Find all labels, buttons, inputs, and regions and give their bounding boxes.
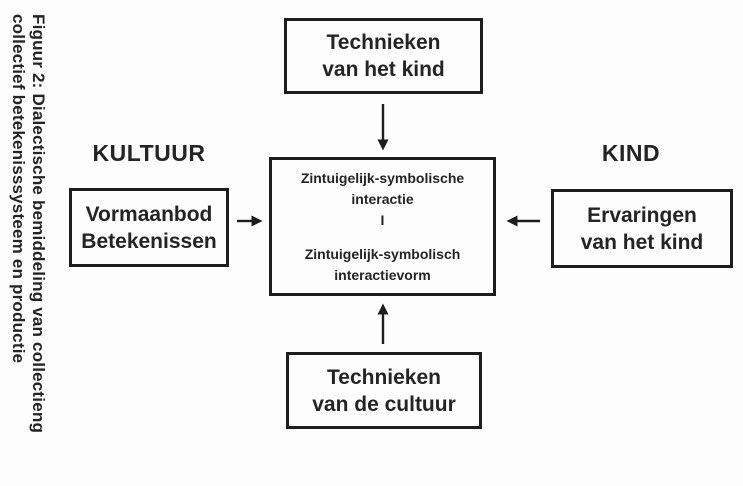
box-line: van de cultuur (312, 392, 456, 416)
box-technieken-van-de-cultuur: Technieken van de cultuur (286, 352, 482, 429)
box-line: Ervaringen (587, 203, 697, 227)
box-line: Technieken (326, 31, 441, 54)
box-line: interactievorm (334, 266, 431, 283)
box-technieken-van-het-kind: Technieken van het kind (284, 18, 483, 94)
box-line: Technieken (327, 365, 441, 389)
box-zintuigelijk-symbolische-interactie: Zintuigelijk-symbolische interactie I Zi… (269, 157, 496, 296)
box-line: van het kind (322, 58, 445, 81)
box-line: interactie (351, 190, 414, 207)
box-line: Zintuigelijk-symbolisch (304, 245, 461, 262)
box-vormaanbod-betekenissen: Vormaanbod Betekenissen (69, 188, 229, 267)
center-group-bottom: Zintuigelijk-symbolisch interactievorm (305, 244, 461, 286)
center-group-top: Zintuigelijk-symbolische interactie I (301, 168, 464, 231)
box-separator: I (380, 211, 385, 228)
label-kultuur: KULTUUR (92, 140, 206, 166)
figure-caption: Figuur 2: Dialectische bemiddeling van c… (8, 14, 48, 480)
figure-caption-line-2: collectief betekenisssysteem en producti… (9, 14, 28, 364)
box-ervaringen-van-het-kind: Ervaringen van het kind (551, 189, 733, 268)
box-line: van het kind (580, 230, 704, 254)
label-kind: KIND (601, 140, 661, 166)
figure-caption-line-1: Figuur 2: Dialectische bemiddeling van c… (29, 14, 48, 434)
box-line: Vormaanbod (85, 202, 213, 226)
box-line: Zintuigelijk-symbolische (300, 169, 465, 186)
box-line: Betekenissen (81, 229, 217, 253)
